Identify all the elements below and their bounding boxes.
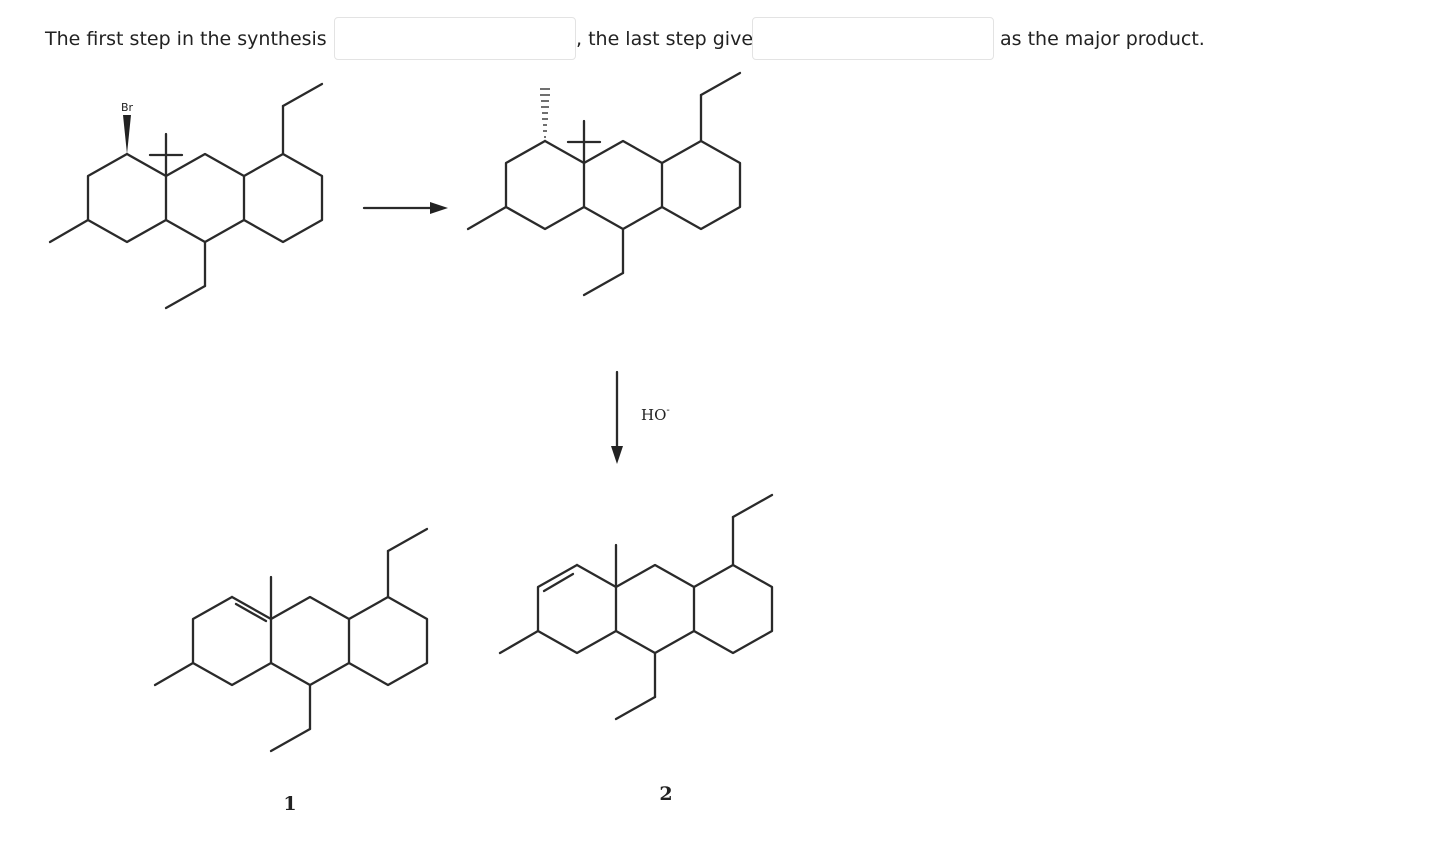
answer-input-first-step[interactable] bbox=[334, 17, 576, 60]
starting-material-structure: Br bbox=[48, 82, 324, 310]
question-text-part1: The first step in the synthesis is bbox=[45, 28, 348, 50]
product-2-label: 2 bbox=[659, 783, 672, 805]
product-2-structure bbox=[498, 493, 774, 721]
wedge-bond bbox=[123, 115, 131, 154]
reagent-label: HO- bbox=[641, 405, 670, 424]
answer-input-major-product[interactable] bbox=[752, 17, 994, 60]
hashed-bond bbox=[540, 88, 550, 138]
intermediate-structure bbox=[466, 71, 742, 297]
product-1-label: 1 bbox=[283, 793, 296, 815]
question-text-part2: , the last step gives bbox=[576, 28, 763, 50]
reaction-arrow-down bbox=[611, 370, 623, 464]
question-text-part3: as the major product. bbox=[1000, 28, 1205, 50]
reaction-arrow-right bbox=[362, 202, 448, 214]
product-1-structure bbox=[153, 527, 429, 753]
bromine-label: Br bbox=[121, 101, 134, 114]
